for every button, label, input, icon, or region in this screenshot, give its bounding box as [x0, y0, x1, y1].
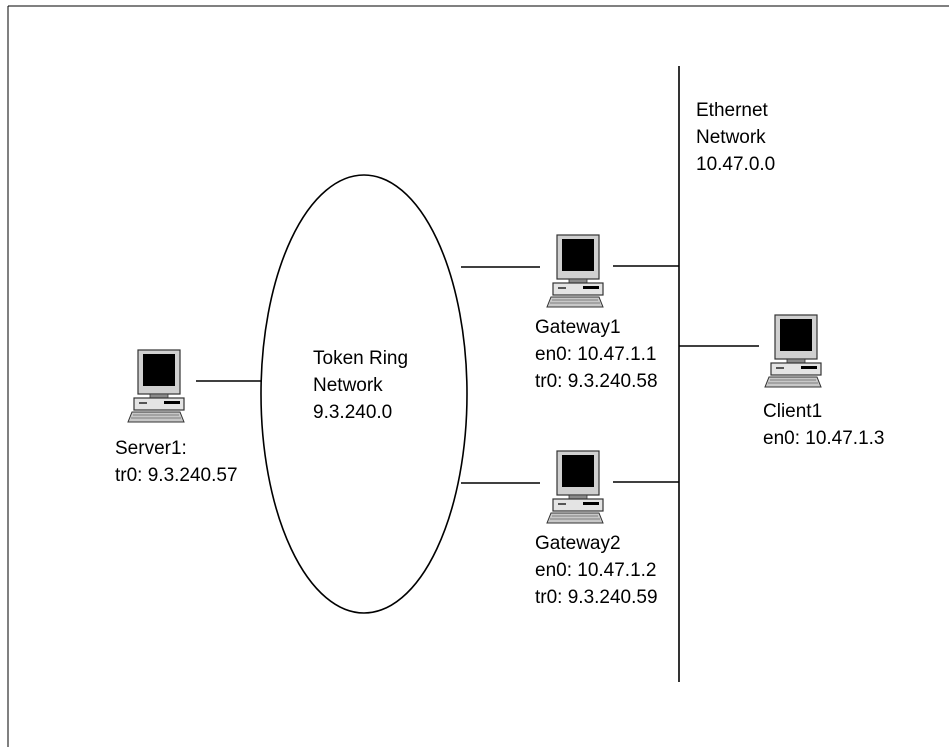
token-ring-name-line2: Network — [313, 375, 383, 396]
ethernet-address: 10.47.0.0 — [696, 154, 776, 175]
gateway2-name: Gateway2 — [535, 533, 621, 554]
gateway1-computer-icon — [546, 234, 604, 308]
token-ring-name-line1: Token Ring — [313, 348, 409, 369]
gateway1-en0: en0: 10.47.1.1 — [535, 344, 657, 365]
gateway2-en0: en0: 10.47.1.2 — [535, 560, 657, 581]
server1-computer-icon — [127, 349, 185, 423]
server1-tr0: tr0: 9.3.240.57 — [115, 465, 238, 486]
server1-label: Server1: tr0: 9.3.240.57 — [115, 435, 238, 489]
ethernet-name-line1: Ethernet — [696, 100, 768, 121]
client1-name: Client1 — [763, 401, 823, 422]
ethernet-name-line2: Network — [696, 127, 766, 148]
gateway2-computer-icon — [546, 450, 604, 524]
gateway2-label: Gateway2 en0: 10.47.1.2 tr0: 9.3.240.59 — [535, 530, 658, 611]
client1-computer-icon — [764, 314, 822, 388]
token-ring-network — [260, 174, 468, 614]
token-ring-label: Token Ring Network 9.3.240.0 — [313, 345, 408, 426]
gateway1-tr0: tr0: 9.3.240.58 — [535, 371, 658, 392]
ethernet-label: Ethernet Network 10.47.0.0 — [696, 97, 775, 178]
token-ring-address: 9.3.240.0 — [313, 402, 393, 423]
gateway1-name: Gateway1 — [535, 317, 621, 338]
gateway1-label: Gateway1 en0: 10.47.1.1 tr0: 9.3.240.58 — [535, 314, 658, 395]
client1-label: Client1 en0: 10.47.1.3 — [763, 398, 885, 452]
server1-name: Server1: — [115, 438, 187, 459]
client1-en0: en0: 10.47.1.3 — [763, 428, 885, 449]
gateway2-tr0: tr0: 9.3.240.59 — [535, 587, 658, 608]
